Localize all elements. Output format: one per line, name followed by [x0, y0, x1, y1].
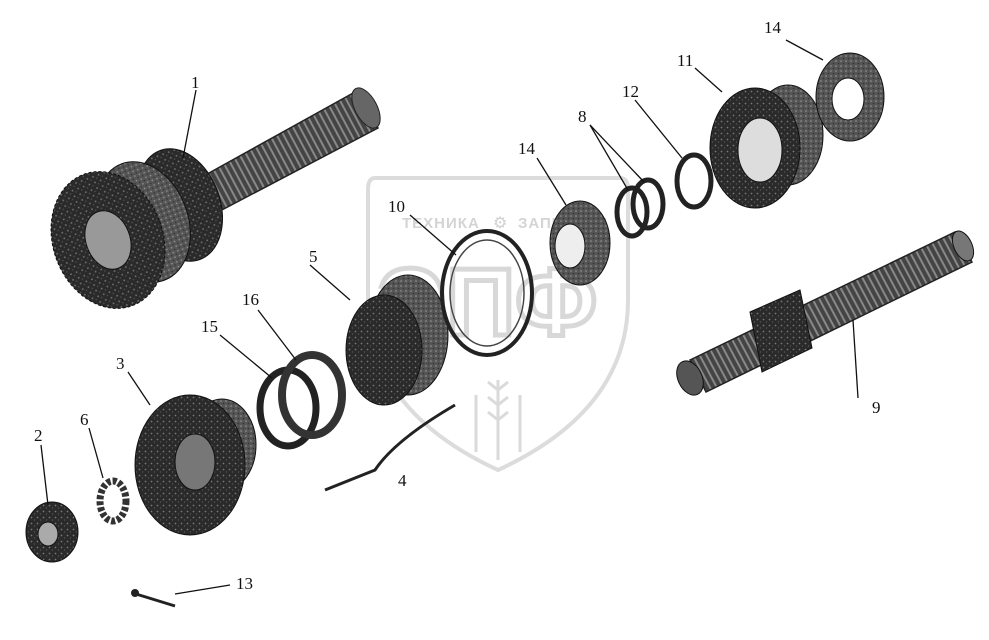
part-10-gasket — [440, 229, 534, 357]
part-1-shaft-hub — [50, 87, 381, 309]
part-11-cover — [709, 84, 824, 209]
part-2-nut — [25, 501, 79, 563]
part-14-bearing — [549, 200, 611, 286]
callout-5: 5 — [309, 247, 318, 266]
gear-icon: ⚙ — [493, 213, 507, 232]
part-6-lock-washer — [96, 477, 130, 525]
callout-2: 2 — [34, 426, 43, 445]
part-4-wire — [324, 403, 456, 492]
callout-10: 10 — [388, 197, 405, 216]
callout-16: 16 — [242, 290, 259, 309]
leader-lines — [40, 39, 859, 595]
callout-8: 8 — [578, 107, 587, 126]
callout-13: 13 — [236, 574, 253, 593]
callout-9: 9 — [872, 398, 881, 417]
part-12-ring — [674, 152, 714, 210]
callout-11: 11 — [677, 51, 693, 70]
callout-4: 4 — [398, 471, 407, 490]
callout-labels: 1 2 3 4 5 6 8 9 10 11 12 13 14 14 15 16 — [34, 18, 881, 593]
callout-1: 1 — [191, 73, 200, 92]
callout-6: 6 — [80, 410, 89, 429]
part-3-flange — [134, 394, 257, 536]
part-5-cup — [345, 274, 449, 406]
part-13-pin — [131, 589, 176, 608]
callout-3: 3 — [116, 354, 125, 373]
part-9-splined-shaft — [676, 230, 975, 396]
wheat-icon — [474, 380, 522, 460]
callout-14-upper: 14 — [764, 18, 782, 37]
watermark-line1: ТЕХНИКА — [402, 215, 480, 232]
part-14-upper-bearing — [815, 52, 885, 142]
part-8-rings — [614, 177, 666, 239]
callout-15: 15 — [201, 317, 218, 336]
part-16-ring — [278, 351, 346, 439]
callout-12: 12 — [622, 82, 639, 101]
callout-14-lower: 14 — [518, 139, 536, 158]
